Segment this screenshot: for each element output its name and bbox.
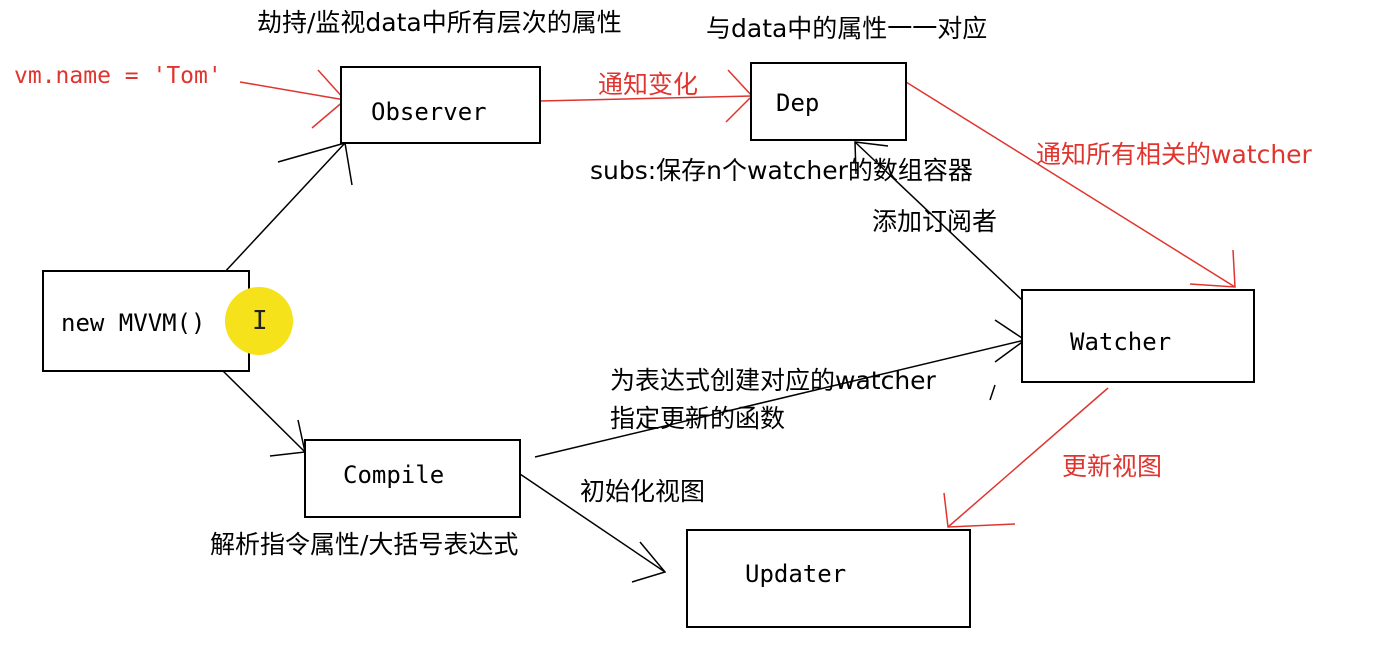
arrowhead-watcher-notify	[1189, 249, 1236, 288]
observer-box[interactable]: Observer	[340, 66, 541, 144]
arrow-vm-to-observer	[239, 81, 346, 101]
arrow-observer-to-dep	[539, 95, 753, 102]
mvvm-box[interactable]: new MVVM()	[42, 270, 250, 372]
arrow-watcher-to-dep	[854, 141, 1023, 301]
arrow-mvvm-to-observer	[221, 142, 346, 276]
update-view-note: 更新视图	[1062, 452, 1163, 481]
watcher-box[interactable]: Watcher	[1021, 289, 1255, 383]
arrowhead-observer	[277, 142, 353, 186]
watcher-create-note-line2: 指定更新的函数	[610, 404, 786, 433]
init-view-note: 初始化视图	[580, 477, 706, 506]
arrowhead-dep-subscribe	[854, 141, 889, 175]
arrowhead-updater-update	[943, 492, 1016, 528]
compile-box[interactable]: Compile	[304, 439, 521, 518]
vm-assign-note: vm.name = 'Tom'	[14, 63, 222, 89]
notify-change-note: 通知变化	[598, 70, 699, 99]
updater-box[interactable]: Updater	[686, 529, 971, 628]
notify-watchers-note: 通知所有相关的watcher	[1036, 140, 1312, 169]
updater-label: Updater	[745, 560, 847, 588]
mvvm-label: new MVVM()	[61, 309, 206, 337]
arrow-mvvm-to-compile	[221, 369, 306, 453]
arrow-compile-to-watcher	[534, 339, 1026, 458]
compile-note: 解析指令属性/大括号表达式	[210, 530, 519, 559]
watcher-label: Watcher	[1070, 328, 1172, 356]
watcher-create-note-line1: 为表达式创建对应的watcher	[610, 366, 936, 395]
dep-box[interactable]: Dep	[750, 62, 907, 141]
arrow-dep-to-watcher	[905, 81, 1236, 288]
tick-mark	[989, 384, 996, 401]
add-subscriber-note: 添加订阅者	[872, 207, 998, 236]
cursor-highlight	[225, 287, 293, 355]
arrowhead-compile	[269, 419, 306, 457]
dep-label: Dep	[776, 89, 820, 117]
dep-note: 与data中的属性一一对应	[706, 14, 988, 43]
compile-label: Compile	[343, 461, 445, 489]
arrowhead-updater-init	[631, 541, 667, 583]
arrow-watcher-to-updater	[947, 387, 1109, 528]
observer-note: 劫持/监视data中所有层次的属性	[257, 8, 622, 37]
observer-label: Observer	[371, 98, 487, 126]
text-cursor-icon: I	[252, 306, 268, 336]
subs-note: subs:保存n个watcher的数组容器	[590, 156, 973, 185]
arrow-compile-to-updater	[519, 473, 666, 573]
